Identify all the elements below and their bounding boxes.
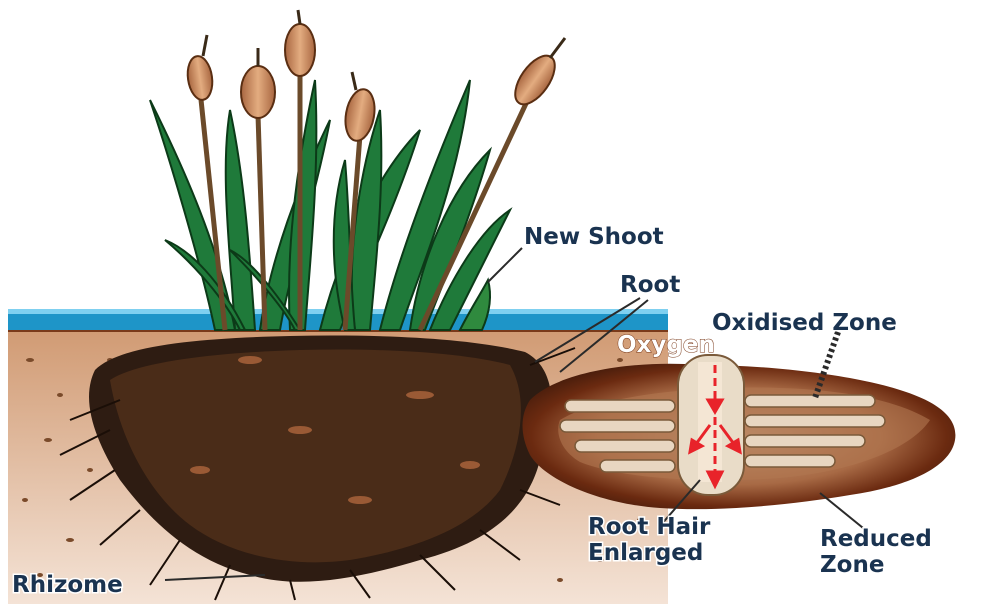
label-rhizome: Rhizome — [12, 572, 123, 598]
root-hair-enlargement — [523, 355, 956, 509]
leader-new-shoot — [488, 248, 522, 282]
label-reduced-zone-line1: Reduced — [820, 526, 932, 552]
label-root-hair-line1: Root Hair — [588, 514, 711, 540]
label-oxidised-zone: Oxidised Zone — [712, 310, 897, 336]
label-root-hair-line2: Enlarged — [588, 540, 703, 566]
label-reduced-zone-line2: Zone — [820, 552, 884, 578]
label-oxygen: Oxygen — [617, 332, 715, 358]
label-root: Root — [620, 272, 680, 298]
cattail-heads — [185, 24, 562, 143]
label-new-shoot: New Shoot — [524, 224, 664, 250]
